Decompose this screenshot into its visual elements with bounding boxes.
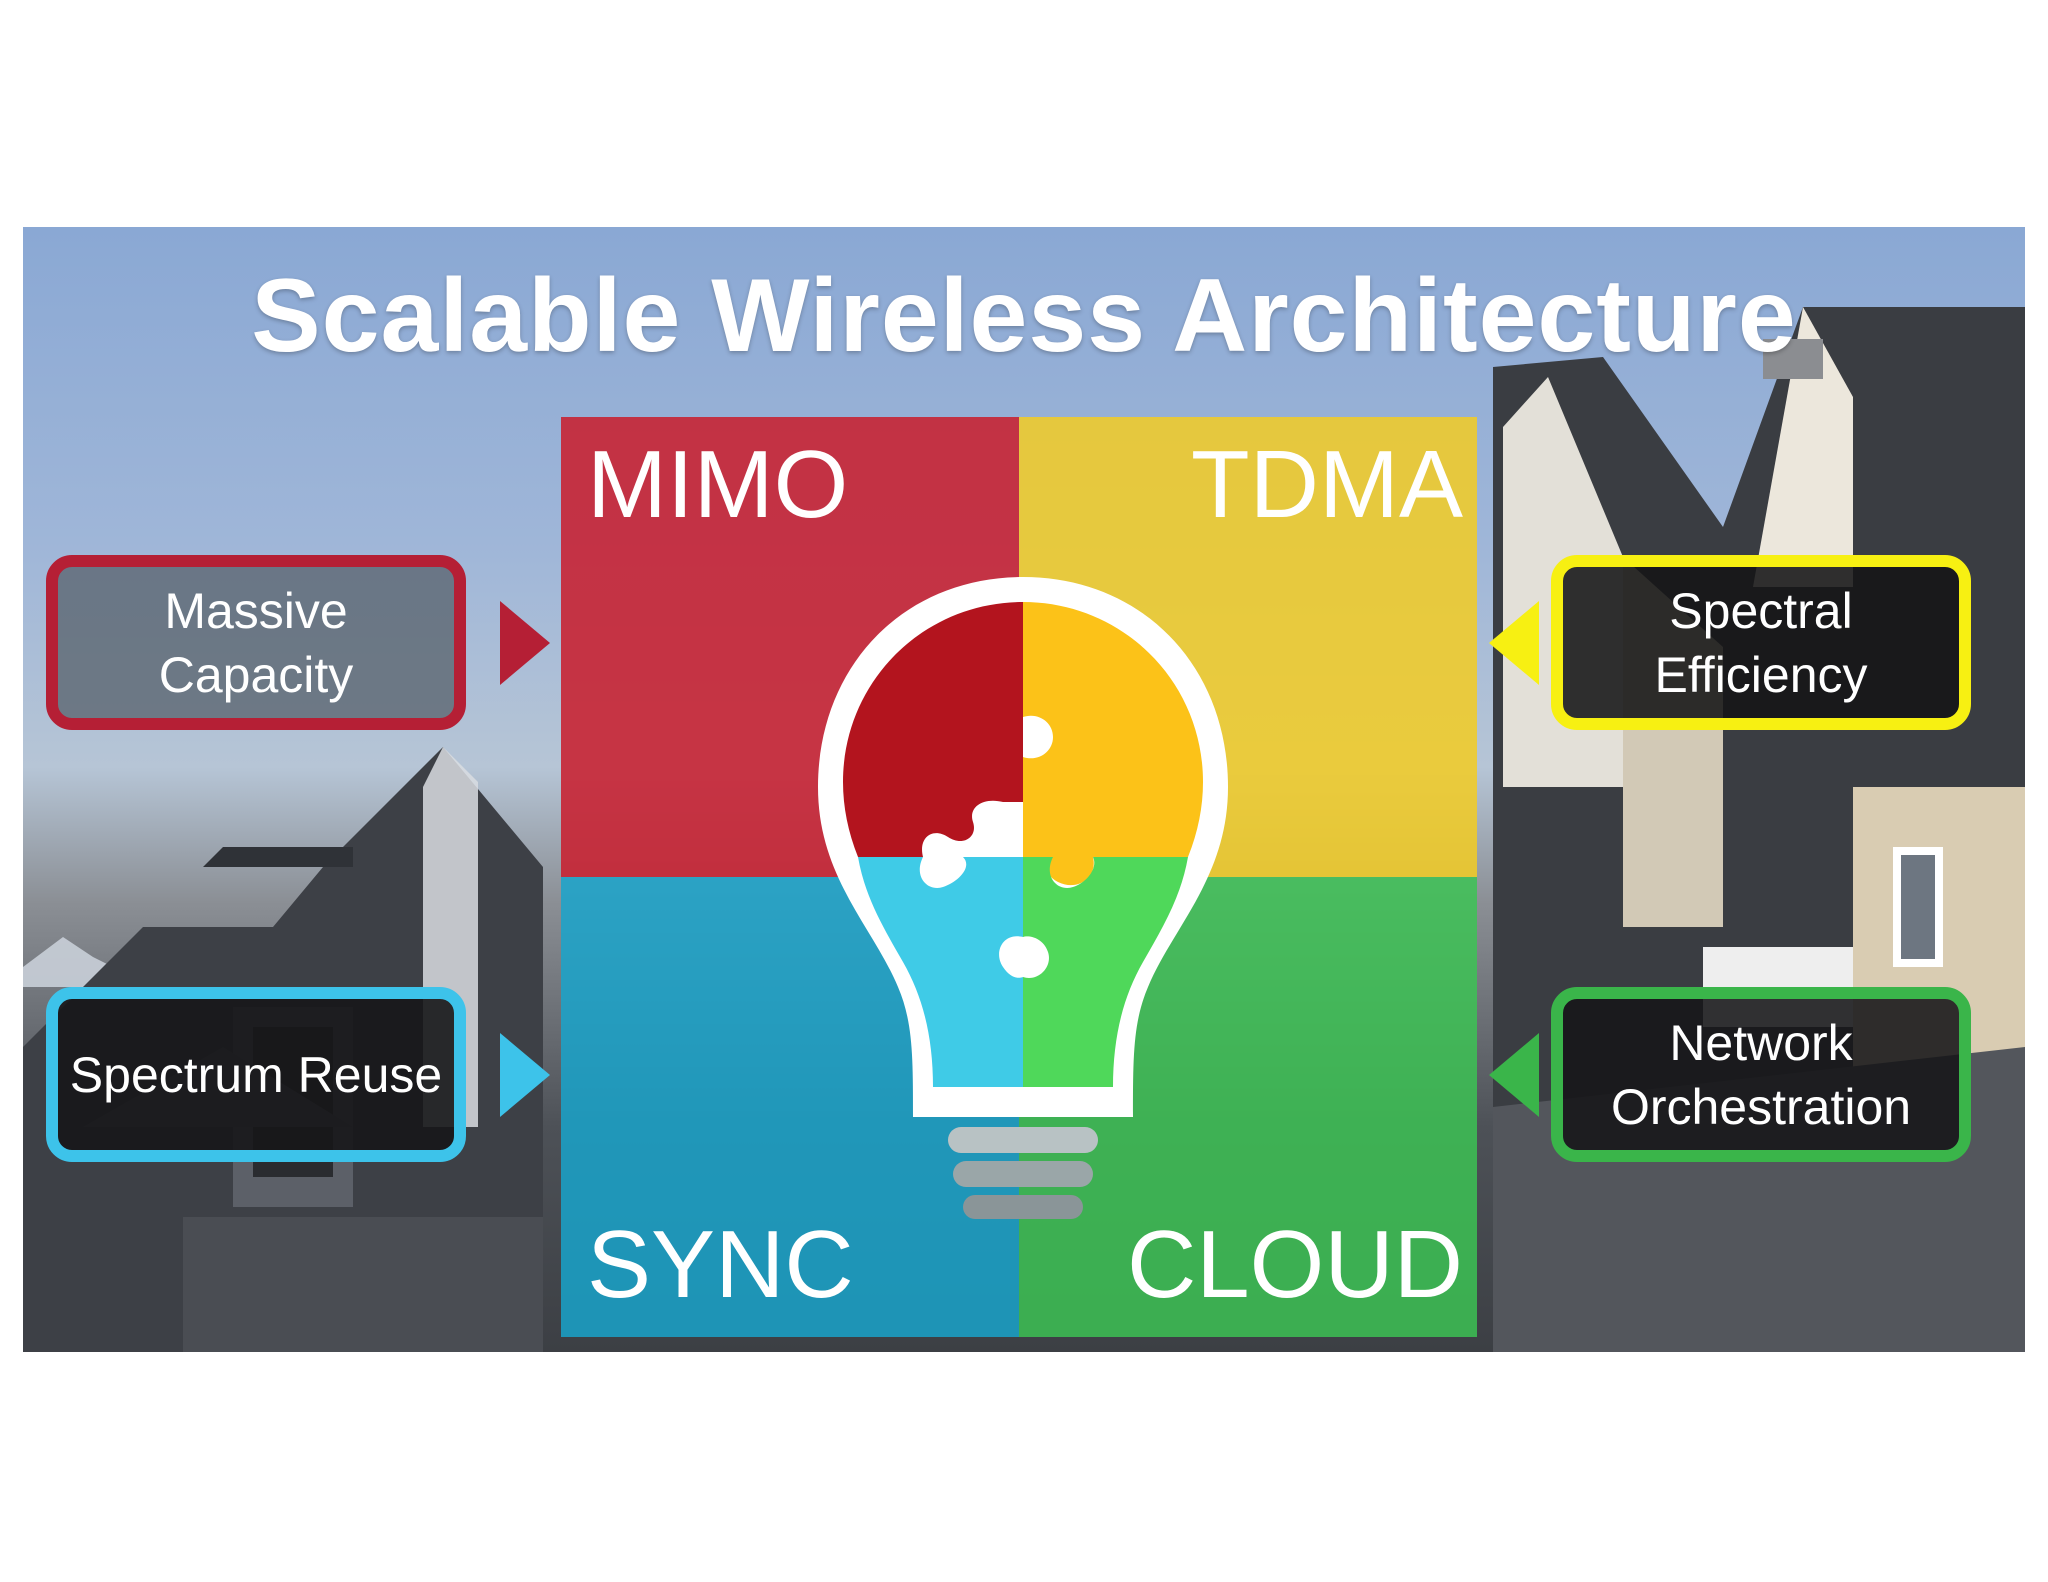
mimo-label: MIMO — [587, 431, 849, 538]
massive-capacity-line1: Massive — [164, 582, 348, 639]
lightbulb-puzzle-icon — [818, 577, 1228, 1219]
spectrum-reuse-line1: Spectrum Reuse — [69, 1046, 443, 1103]
spectral-efficiency-arrow — [1489, 601, 1539, 685]
spectral-efficiency-line2: Efficiency — [1654, 646, 1868, 703]
network-orchestration-line2: Orchestration — [1610, 1078, 1912, 1135]
spectrum-reuse-arrow — [500, 1033, 550, 1117]
spectral-efficiency-callout: Spectral Efficiency — [1551, 555, 1971, 730]
massive-capacity-arrow — [500, 601, 550, 685]
network-orchestration-callout: Network Orchestration — [1551, 987, 1971, 1162]
tdma-label: TDMA — [1191, 431, 1463, 538]
slide: Scalable Wireless Architecture MIMO TDMA… — [23, 227, 2025, 1352]
spectrum-reuse-callout: Spectrum Reuse — [46, 987, 466, 1162]
spectral-efficiency-line1: Spectral — [1669, 582, 1853, 639]
massive-capacity-line2: Capacity — [158, 646, 354, 703]
network-orchestration-line1: Network — [1669, 1014, 1853, 1071]
sync-label: SYNC — [587, 1211, 854, 1318]
network-orchestration-arrow — [1489, 1033, 1539, 1117]
cloud-label: CLOUD — [1126, 1211, 1463, 1318]
massive-capacity-callout: Massive Capacity — [46, 555, 466, 730]
slide-title: Scalable Wireless Architecture — [251, 258, 1797, 374]
